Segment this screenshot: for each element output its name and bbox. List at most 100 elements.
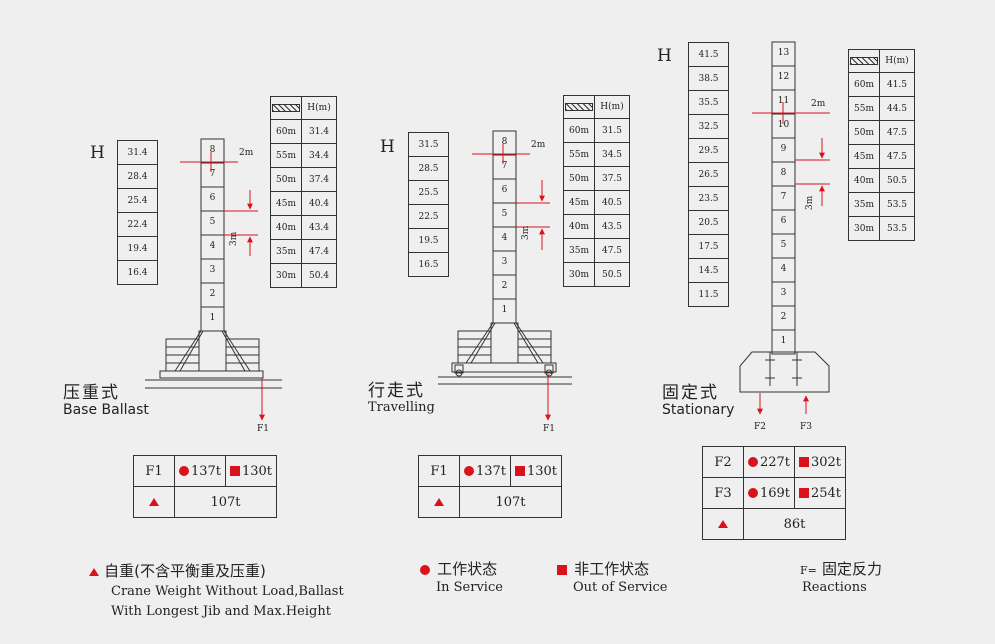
legend-self-weight-en-2: With Longest Jib and Max.Height (111, 604, 331, 619)
mast-section-number: 8 (780, 168, 787, 178)
max-height-value: 37.5 (594, 166, 630, 191)
jib-table-header: H(m) (879, 49, 915, 73)
force-label: F3 (702, 477, 744, 509)
jib-length: 35m (563, 238, 595, 263)
force-label: F1 (133, 455, 175, 487)
legend-in-service-cn: 工作状态 (437, 560, 498, 578)
height-value: 31.4 (117, 140, 158, 165)
height-value: 16.5 (408, 252, 449, 277)
out-service-square-icon (514, 466, 525, 476)
mast-section-number: 3 (501, 257, 508, 267)
jib-length: 40m (563, 214, 595, 239)
max-height-value: 31.5 (594, 118, 630, 143)
mast-section-number: 3 (209, 265, 216, 275)
config-title-en: Base Ballast (63, 402, 149, 418)
mast-section-number: 5 (780, 240, 787, 250)
mast-section-number: 2 (209, 289, 216, 299)
out-service-square-icon (229, 466, 240, 476)
jib-icon (850, 56, 878, 65)
in-service-value: 137t (475, 463, 507, 479)
legend-in-service-en: In Service (436, 580, 503, 595)
in-service-value: 227t (759, 454, 791, 470)
jib-length: 30m (270, 263, 302, 288)
height-value: 25.5 (408, 180, 449, 205)
height-value: 29.5 (688, 138, 729, 163)
jib-length: 35m (848, 192, 880, 217)
max-height-value: 47.5 (879, 120, 915, 145)
force-label: F2 (702, 446, 744, 478)
max-height-value: 43.5 (594, 214, 630, 239)
max-height-value: 47.4 (301, 239, 337, 264)
height-value: 23.5 (688, 186, 729, 211)
mast-section-number: 4 (501, 233, 508, 243)
dim-marks-stationary (752, 102, 830, 415)
reaction-table-base-ballast: F1 137t 130t 107t (133, 455, 277, 518)
mast-section-number: 6 (501, 185, 508, 195)
jib-offset-label: 2m (531, 140, 546, 150)
jib-length: 45m (270, 191, 302, 216)
jib-offset-label: 2m (239, 148, 254, 158)
max-height-value: 47.5 (594, 238, 630, 263)
mast-section-number: 5 (209, 217, 216, 227)
jib-length: 35m (270, 239, 302, 264)
out-service-square-icon (557, 564, 567, 575)
jib-icon (565, 102, 593, 111)
height-value: 14.5 (688, 258, 729, 283)
height-value: 38.5 (688, 66, 729, 91)
config-title-en: Stationary (662, 402, 735, 418)
max-height-value: 50.4 (301, 263, 337, 288)
jib-length: 50m (563, 166, 595, 191)
section-height-label: 3m (805, 195, 815, 210)
jib-length: 55m (563, 142, 595, 167)
mast-section-number: 7 (501, 161, 508, 171)
max-height-value: 43.4 (301, 215, 337, 240)
out-service-square-icon (798, 488, 809, 498)
max-height-value: 41.5 (879, 72, 915, 97)
force-label: F3 (800, 422, 812, 432)
jib-length: 30m (848, 216, 880, 241)
mast-section-number: 8 (501, 137, 508, 147)
max-height-value: 40.5 (594, 190, 630, 215)
in-service-dot-icon (747, 457, 758, 467)
max-height-value: 47.5 (879, 144, 915, 169)
height-axis-letter: H (657, 46, 672, 66)
height-axis-letter: H (380, 137, 395, 157)
jib-length: 45m (563, 190, 595, 215)
section-height-label: 3m (521, 225, 531, 240)
mast-section-number: 9 (780, 144, 787, 154)
self-weight-triangle-icon (89, 567, 99, 576)
dim-marks-base-ballast (180, 152, 265, 421)
config-title-cn: 固定式 (662, 383, 719, 403)
jib-length: 60m (848, 72, 880, 97)
height-value: 28.4 (117, 164, 158, 189)
jib-length: 45m (848, 144, 880, 169)
max-height-value: 40.4 (301, 191, 337, 216)
config-title-cn: 压重式 (63, 383, 120, 403)
jib-length: 60m (270, 119, 302, 144)
mast-section-number: 8 (209, 145, 216, 155)
jib-length: 50m (848, 120, 880, 145)
self-weight-value: 86t (743, 508, 846, 540)
in-service-value: 169t (759, 485, 791, 501)
mast-section-number: 1 (780, 336, 787, 346)
height-value: 26.5 (688, 162, 729, 187)
out-service-value: 254t (810, 485, 842, 501)
jib-length: 60m (563, 118, 595, 143)
max-height-value: 37.4 (301, 167, 337, 192)
section-height-label: 3m (229, 231, 239, 246)
force-label: F1 (257, 424, 269, 434)
out-service-value: 130t (526, 463, 558, 479)
dim-marks-travelling (472, 144, 551, 421)
legend-in-service: 工作状态 (420, 558, 497, 579)
height-value: 35.5 (688, 90, 729, 115)
out-service-square-icon (798, 457, 809, 467)
legend-self-weight-cn: 自重(不含平衡重及压重) (104, 562, 266, 580)
legend-out-service-cn: 非工作状态 (574, 560, 650, 578)
max-height-value: 53.5 (879, 192, 915, 217)
self-weight-value: 107t (174, 486, 277, 518)
jib-length: 55m (270, 143, 302, 168)
force-label: F1 (418, 455, 460, 487)
